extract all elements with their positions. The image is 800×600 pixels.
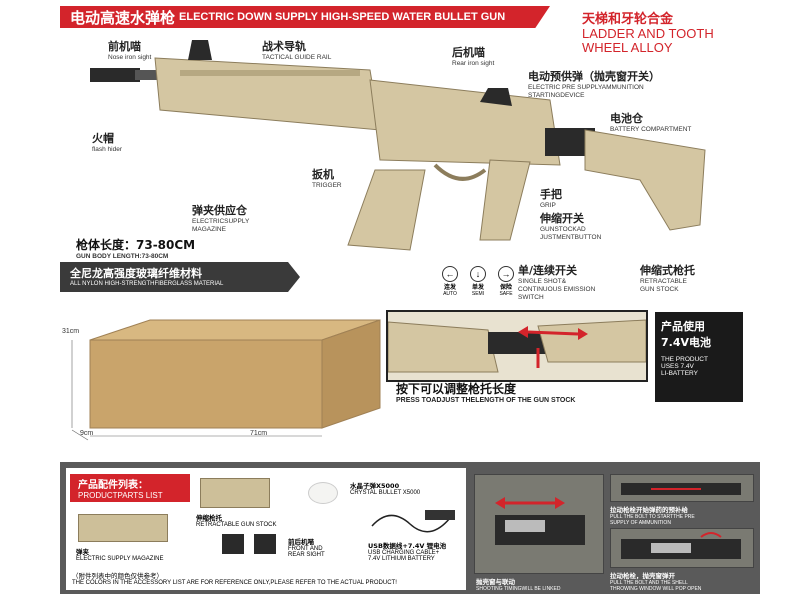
title-en: ELECTRIC DOWN SUPPLY HIGH-SPEED WATER BU… — [179, 11, 506, 23]
stock-shape — [584, 129, 706, 231]
safe-icon: → — [498, 266, 514, 282]
part-stock: 伸缩枪托 RETRACTABLE GUN STOCK — [196, 514, 277, 528]
title-banner: 电动高速水弹枪 ELECTRIC DOWN SUPPLY HIGH-SPEED … — [60, 6, 550, 28]
rear-sight-shape — [480, 88, 512, 106]
fire-mode-icons: ← 连发 AUTO ↓ 单发 SEMI → 保险 SAFE — [440, 266, 516, 297]
material-zh: 天梯和牙轮合金 — [582, 12, 674, 27]
label-rail: 战术导轨 TACTICAL GUIDE RAIL — [262, 40, 332, 61]
label-front-sight: 前机喵 Nose iron sight — [108, 40, 152, 61]
label-length: 枪体长度：73-80CM GUN BODY LENGTH:73-80CM — [76, 238, 196, 260]
package-box — [71, 319, 381, 441]
part-crystal: 水晶子弹X5000 CRYSTAL BULLET X5000 — [350, 482, 421, 496]
label-pre-supply: 电动预供弹（抛壳窗开关） ELECTRIC PRE SUPPLYAMMUNITI… — [528, 70, 660, 99]
mode-auto: ← 连发 AUTO — [440, 266, 460, 297]
part-usb: USB数据线+7.4V 锂电池 USB CHARGING CABLE+ 7.4V… — [368, 542, 447, 562]
part-stock-image — [200, 478, 270, 508]
caption-linked: 抛壳窗与联动 SHOOTING TIMINGWILL BE LINKED — [476, 578, 561, 592]
barrel-shape — [135, 70, 165, 80]
label-retractable-stock: 伸缩式枪托 RETRACTABLE GUN STOCK — [640, 264, 695, 293]
trigger-guard-shape — [433, 163, 487, 181]
label-fire-switch: 单/连续开关 SINGLE SHOT& CONTINUOUS EMISSION … — [518, 264, 596, 301]
part-magazine: 弹夹 ELECTRIC SUPPLY MAGAZINE — [76, 548, 164, 562]
rail-top — [180, 70, 360, 76]
crystal-bullets-image — [308, 482, 338, 504]
caption-pull-bolt: 拉动枪栓开始弹药的预补给 PULL THE BOLT TO STARTTHE P… — [610, 506, 695, 526]
semi-icon: ↓ — [470, 266, 486, 282]
flash-hider-shape — [90, 68, 140, 82]
battery-info: 产品使用 7.4V电池 THE PRODUCT USES 7.4V LI-BAT… — [655, 312, 743, 402]
usb-battery-image — [371, 510, 455, 533]
parts-note: （附件列表中的颜色仅供参考） THE COLORS IN THE ACCESSO… — [72, 572, 397, 586]
label-magazine: 弹夹供应仓 ELECTRICSUPPLY MAGAZINE — [192, 204, 250, 233]
caption-shell-window: 拉动枪栓，抛壳窗弹开 PULL THE BOLT AND THE SHELL T… — [610, 572, 702, 592]
nylon-banner: 全尼龙高强度玻璃纤维材料 ALL NYLON HIGH-STRENGTHFIBE… — [60, 262, 300, 292]
box-height: 31cm — [62, 328, 80, 335]
label-trigger: 扳机 TRIGGER — [312, 168, 342, 189]
mode-safe: → 保险 SAFE — [496, 266, 516, 297]
label-grip: 手把 GRIP — [540, 188, 562, 209]
nylon-en: ALL NYLON HIGH-STRENGTHFIBERGLASS MATERI… — [70, 281, 224, 287]
label-battery: 电池仓 BATTERY COMPARTMENT — [610, 112, 692, 133]
material-en-2: WHEEL ALLOY — [582, 40, 673, 56]
parts-title: 产品配件列表： PRODUCTPARTS LIST — [70, 474, 190, 502]
handguard-shape — [154, 57, 381, 131]
photo-linked — [474, 474, 604, 574]
front-sight-shape — [188, 40, 212, 60]
photo-pull-bolt — [610, 474, 754, 502]
photo-shell-window — [610, 528, 754, 568]
nylon-zh: 全尼龙高强度玻璃纤维材料 — [70, 267, 202, 280]
label-flash-hider: 火帽 flash hider — [92, 132, 122, 153]
title-zh: 电动高速水弹枪 — [70, 8, 176, 27]
material-block: 天梯和牙轮合金 LADDER AND TOOTH WHEEL ALLOY — [582, 8, 714, 56]
material-en-1: LADDER AND TOOTH — [582, 26, 714, 41]
stock-closeup — [386, 310, 648, 382]
grip-shape — [479, 159, 531, 241]
magazine-shape — [347, 169, 426, 251]
mode-semi: ↓ 单发 SEMI — [468, 266, 488, 297]
label-stock-button: 伸缩开关 GUNSTOCKAD JUSTMENTBUTTON — [540, 212, 602, 241]
gun-illustration — [90, 40, 706, 251]
part-sights: 前后机喵 FRONT AND REAR SIGHT — [288, 538, 325, 558]
front-sight-part-icon — [222, 534, 244, 554]
rear-sight-part-icon — [254, 534, 276, 554]
auto-icon: ← — [442, 266, 458, 282]
adjust-caption: 按下可以调整枪托长度 PRESS TOADJUST THELENGTH OF T… — [396, 382, 576, 404]
part-magazine-image — [78, 514, 168, 542]
box-depth: 9cm — [80, 430, 94, 437]
label-rear-sight: 后机喵 Rear iron sight — [452, 46, 495, 67]
stock-closeup-image — [388, 319, 646, 373]
box-length: 71cm — [250, 430, 268, 437]
